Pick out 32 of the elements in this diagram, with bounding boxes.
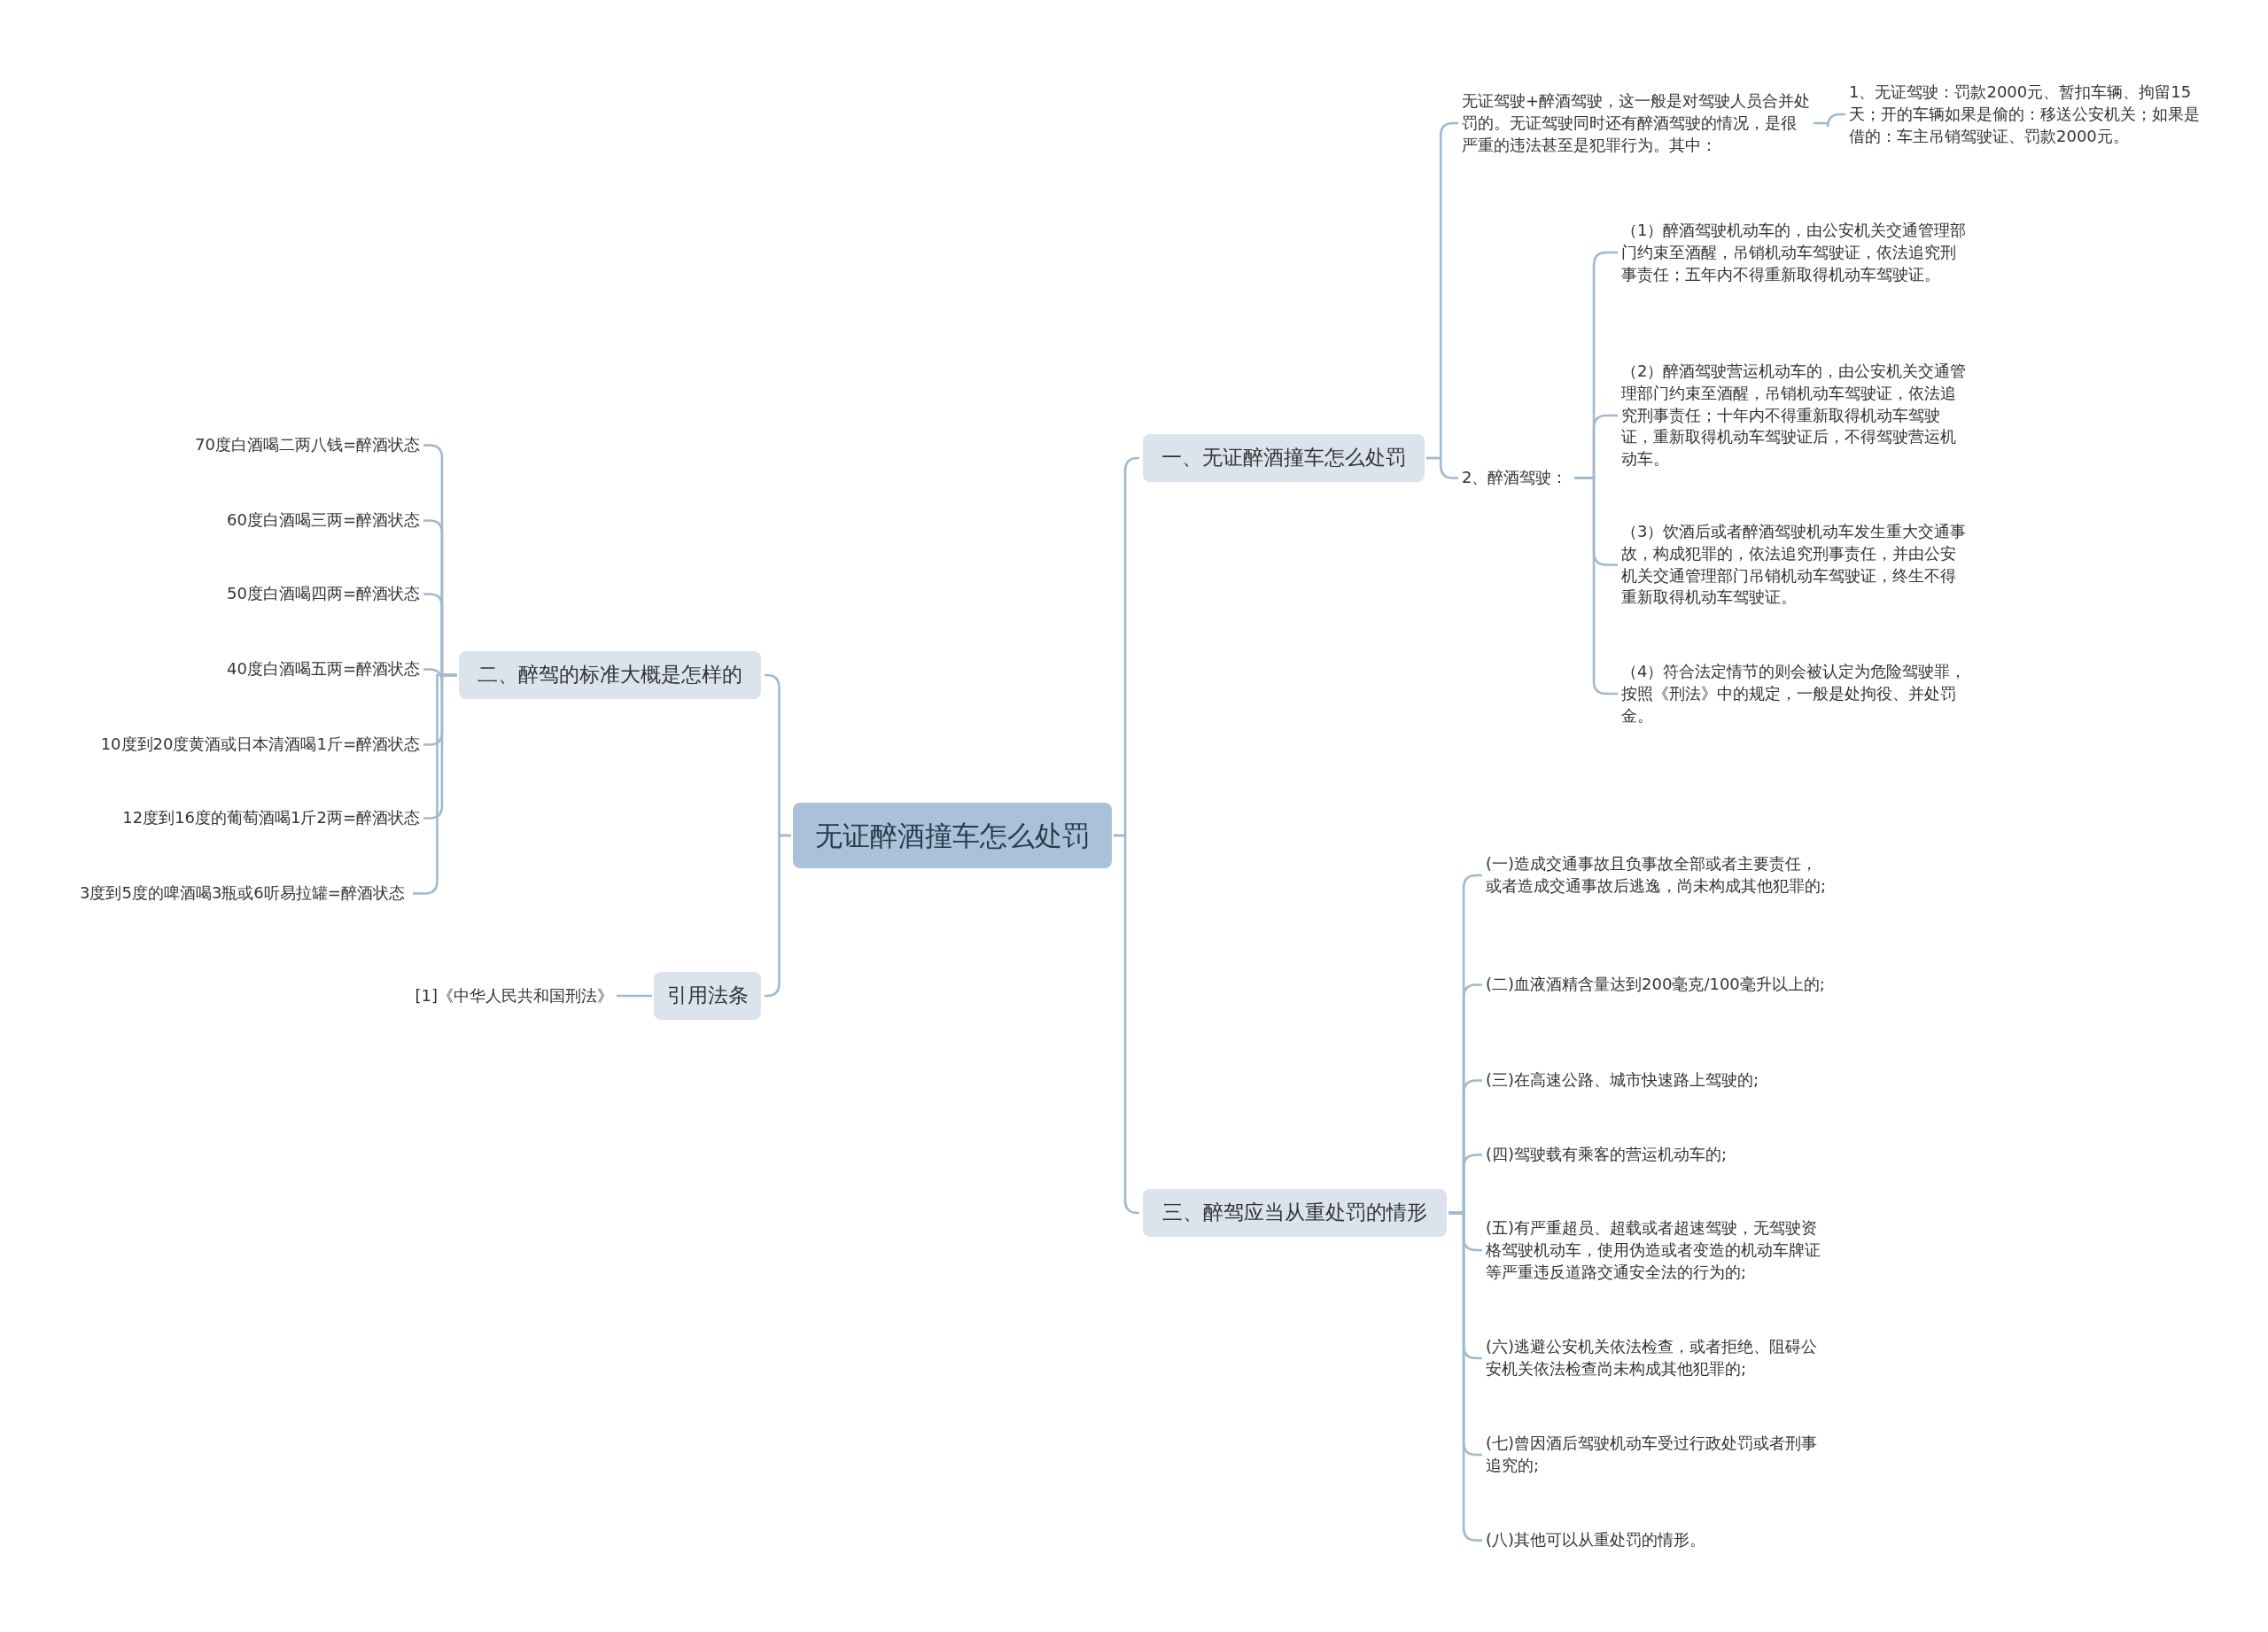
topic-text: （2）醉酒驾驶营运机动车的，由公安机关交通管理部门约束至酒醒，吊销机动车驾驶证，依法追究刑事责任；十年内不得重新取得机动车驾驶证，重新取得机动车驾驶证后，不得驾驶营运机动车。 (1621, 361, 1969, 471)
topic-text: 2、醉酒驾驶： (1462, 467, 1573, 489)
topic-text: 无证驾驶+醉酒驾驶，这一般是对驾驶人员合并处罚的。无证驾驶同时还有醉酒驾驶的情况，是很严重的违法甚至是犯罪行为。其中： (1462, 90, 1812, 157)
topic-text: (二)血液酒精含量达到200毫克/100毫升以上的; (1486, 974, 1831, 996)
topic-text: (三)在高速公路、城市快速路上驾驶的; (1486, 1069, 1831, 1092)
topic-text: (四)驾驶载有乘客的营运机动车的; (1486, 1144, 1831, 1166)
topic-text: 1、无证驾驶：罚款2000元、暂扣车辆、拘留15天；开的车辆如果是偷的：移送公安机关；如果是借的：车主吊销驾驶证、罚款2000元。 (1849, 82, 2203, 148)
topic-text: 50度白酒喝四两=醉酒状态 (124, 583, 420, 605)
topic-text: (八)其他可以从重处罚的情形。 (1486, 1529, 1831, 1551)
topic-text: 12度到16度的葡萄酒喝1斤2两=醉酒状态 (53, 807, 420, 829)
topic-text: 60度白酒喝三两=醉酒状态 (124, 509, 420, 532)
topic-text: 10度到20度黄酒或日本清酒喝1斤=醉酒状态 (53, 734, 420, 756)
branch-topic-box: 一、无证醉酒撞车怎么处罚 (1143, 434, 1425, 482)
connector-line (617, 994, 652, 998)
topic-text: (五)有严重超员、超载或者超速驾驶，无驾驶资格驾驶机动车，使用伪造或者变造的机动车牌证等严重违反道路交通安全法的行为的; (1486, 1217, 1831, 1284)
connector-line (1426, 456, 1458, 479)
topic-text: (六)逃避公安机关依法检查，或者拒绝、阻碍公安机关依法检查尚未构成其他犯罪的; (1486, 1336, 1831, 1380)
topic-text: （4）符合法定情节的则会被认定为危险驾驶罪，按照《刑法》中的规定，一般是处拘役、并处罚金。 (1621, 661, 1969, 727)
connector-line (1814, 113, 1845, 128)
topic-text: （1）醉酒驾驶机动车的，由公安机关交通管理部门约束至酒醒，吊销机动车驾驶证，依法追究刑事责任；五年内不得重新取得机动车驾驶证。 (1621, 220, 1969, 286)
branch-topic-box: 三、醉驾应当从重处罚的情形 (1143, 1189, 1447, 1237)
topic-text: 3度到5度的啤酒喝3瓶或6听易拉罐=醉酒状态 (80, 882, 409, 905)
branch-topic-box: 引用法条 (654, 972, 761, 1020)
central-topic-box: 无证醉酒撞车怎么处罚 (793, 803, 1112, 868)
topic-text: (一)造成交通事故且负事故全部或者主要责任，或者造成交通事故后逃逸，尚未构成其他犯罪的; (1486, 853, 1831, 898)
topic-text: 70度白酒喝二两八钱=醉酒状态 (124, 434, 420, 456)
topic-text: (七)曾因酒后驾驶机动车受过行政处罚或者刑事追究的; (1486, 1433, 1831, 1477)
connector-line (1114, 834, 1140, 1215)
branch-topic-box: 二、醉驾的标准大概是怎样的 (459, 651, 761, 699)
topic-text: [1]《中华人民共和国刑法》 (399, 985, 613, 1007)
topic-text: （3）饮酒后或者醉酒驾驶机动车发生重大交通事故，构成犯罪的，依法追究刑事责任，并由公安机关交通管理部门吊销机动车驾驶证，终生不得重新取得机动车驾驶证。 (1621, 521, 1969, 610)
topic-text: 40度白酒喝五两=醉酒状态 (53, 658, 420, 680)
